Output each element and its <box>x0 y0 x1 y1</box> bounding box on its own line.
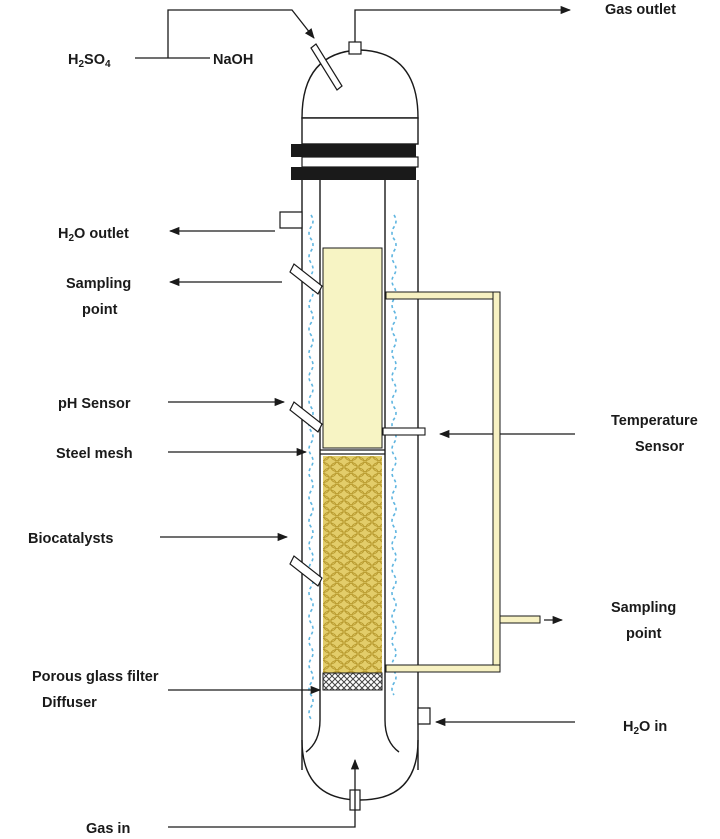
label-gas-in: Gas in <box>86 821 130 837</box>
label-sampling-point-right: Sampling <box>611 600 676 616</box>
gas-outlet-line <box>348 5 572 55</box>
porous-glass-filter <box>322 672 383 691</box>
ph-sensor-port <box>168 397 323 433</box>
gas-in-line <box>168 758 361 828</box>
top-dome <box>301 49 419 145</box>
h2o-outlet-port <box>168 211 303 236</box>
label-h2o-in: H2O in <box>623 719 667 737</box>
sampling-loop <box>385 291 564 673</box>
label-h2so4: H2SO4 <box>68 52 111 70</box>
label-gas-outlet: Gas outlet <box>605 2 676 18</box>
flange-upper <box>291 144 416 157</box>
label-sampling-point-left: Sampling <box>66 276 131 292</box>
label-sampling-point-right-2: point <box>626 626 662 642</box>
lower-left-port <box>160 532 323 587</box>
dosing-tube <box>135 9 343 91</box>
steel-mesh <box>320 449 385 455</box>
label-temperature-sensor: Temperature <box>611 413 698 429</box>
label-h2o-outlet: H2O outlet <box>58 226 129 244</box>
label-naoh: NaOH <box>213 52 253 68</box>
label-steel-mesh: Steel mesh <box>56 446 133 462</box>
biocatalyst-bed <box>323 456 382 673</box>
liquid-column <box>322 247 383 449</box>
h2o-in-port <box>417 707 575 727</box>
label-temperature-sensor-2: Sensor <box>635 439 685 455</box>
label-diffuser: Diffuser <box>42 695 97 711</box>
sampling-port-left <box>168 263 323 295</box>
flange-lower <box>291 167 416 180</box>
label-porous-glass-filter: Porous glass filter <box>32 669 159 685</box>
temperature-sensor <box>382 427 575 439</box>
label-sampling-point-left-2: point <box>82 302 118 318</box>
label-biocatalysts: Biocatalysts <box>28 531 113 547</box>
label-ph-sensor: pH Sensor <box>58 396 131 412</box>
